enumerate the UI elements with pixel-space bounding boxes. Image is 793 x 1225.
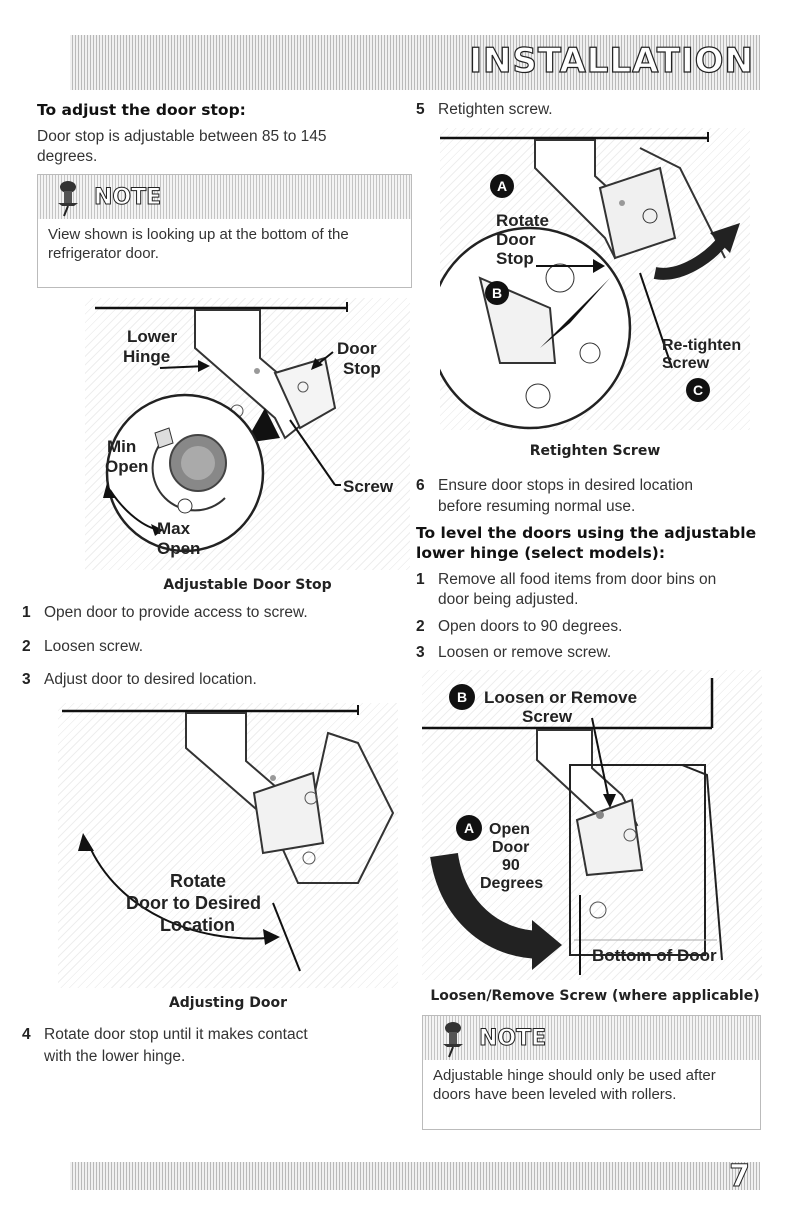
label-min-open: Open [105,457,148,476]
note-header: NOTE [423,1016,760,1060]
header-banner: INSTALLATION [70,35,760,90]
label-screw: Screw [662,355,710,372]
note-box-1: NOTE View shown is looking up at the bot… [37,174,412,288]
pushpin-icon [58,181,78,217]
figure-caption-1: Adjustable Door Stop [163,577,332,593]
door-stop-intro: Door stop is adjustable between 85 to 14… [37,128,327,165]
label-location: Location [160,915,235,935]
note-box-2: NOTE Adjustable hinge should only be use… [422,1015,761,1130]
label-degrees: Degrees [480,875,543,892]
label-stop: Stop [343,359,381,378]
level-doors-heading-2: lower hinge (select models): [416,544,666,562]
footer-bar: 7 [70,1159,760,1195]
label-door: Door [492,839,529,856]
label-hinge: Hinge [123,347,170,366]
badge-b: B [457,689,467,705]
label-min: Min [107,437,136,456]
note-label: NOTE [93,185,162,211]
badge-c: C [693,382,703,398]
page-number: 7 [729,1159,751,1195]
label-max: Max [157,519,191,538]
page-title: INSTALLATION [469,40,754,81]
label-bottom-of-door: Bottom of Door [592,946,717,965]
label-rotate: Rotate [496,211,549,230]
note-header: NOTE [38,175,411,219]
label-door: Door [337,339,377,358]
note-text: View shown is looking up at the bottom o… [48,226,349,262]
note-text: Adjustable hinge should only be used aft… [433,1067,716,1103]
pushpin-icon [443,1022,463,1058]
label-retighten: Re-tighten [662,337,741,354]
label-rotate: Rotate [170,871,226,891]
label-loosen-or-remove: Loosen or Remove [484,688,637,707]
adjustable-door-stop-figure: Lower Hinge Door Stop Screw Min Open Max… [85,298,410,570]
note-label: NOTE [478,1026,547,1052]
door-stop-heading: To adjust the door stop: [37,101,246,119]
figure-caption-2: Adjusting Door [168,995,288,1011]
label-stop: Stop [496,249,534,268]
badge-a: A [497,178,507,194]
adjusting-door-figure: Rotate Door to Desired Location [58,703,398,988]
label-90: 90 [502,857,520,874]
retighten-screw-figure: A B C Rotate Door Stop Re-tighten Screw [440,128,750,430]
label-screw: Screw [343,477,394,496]
figure-caption-3: Retighten Screw [529,443,661,459]
label-door: Door [496,230,536,249]
badge-a: A [464,820,474,836]
loosen-remove-screw-figure: B A Loosen or Remove Screw Open Door 90 … [422,670,762,980]
label-open: Open [489,821,530,838]
level-doors-heading-1: To level the doors using the adjustable [416,524,757,542]
badge-b: B [492,285,502,301]
label-max-open: Open [157,539,200,558]
figure-caption-4: Loosen/Remove Screw (where applicable) [430,988,760,1004]
label-door-to-desired: Door to Desired [126,893,261,913]
label-screw: Screw [522,707,573,726]
label-lower: Lower [127,327,177,346]
